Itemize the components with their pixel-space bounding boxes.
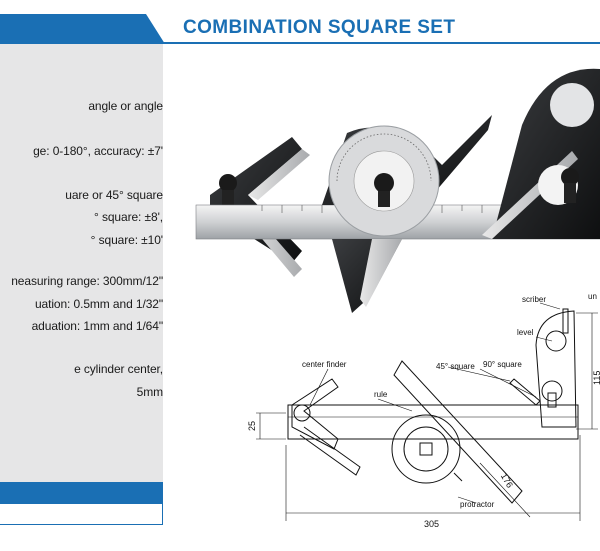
spec-line: ° square: ±10' (90, 233, 163, 247)
spec-line: uation: 0.5mm and 1/32" (34, 297, 163, 311)
dimension-diagram: scriber un level 45° square 90° square c… (247, 292, 600, 529)
page-title: COMBINATION SQUARE SET (183, 17, 456, 38)
dimension-length: 305 (424, 519, 439, 529)
diagram-rule (287, 404, 579, 440)
spec-line: ° square: ±8', (94, 210, 163, 224)
header-rule (160, 42, 600, 44)
table-row (0, 503, 163, 525)
dimension-height-left: 25 (247, 421, 257, 431)
label-unit: un (588, 292, 597, 301)
label-protractor: protractor (460, 500, 495, 509)
diagram-square-head (535, 310, 577, 428)
label-center-finder: center finder (302, 360, 347, 369)
diagram-center-finder (291, 378, 339, 450)
product-photo (195, 68, 600, 313)
dimension-height-right: 115 (592, 371, 600, 385)
spec-line: 5mm (136, 385, 163, 399)
spec-line: angle or angle (88, 99, 163, 113)
spec-line: uare or 45° square (65, 188, 163, 202)
spec-line: neasuring range: 300mm/12" (11, 274, 163, 288)
spec-line: aduation: 1mm and 1/64" (31, 319, 163, 333)
label-45-square: 45° square (436, 362, 475, 371)
label-scriber: scriber (522, 295, 546, 304)
label-90-square: 90° square (483, 360, 522, 369)
dimension-diagonal: 176 (499, 472, 515, 490)
spec-line: e cylinder center, (74, 362, 163, 376)
spec-line: ge: 0-180°, accuracy: ±7' (33, 144, 163, 158)
header-tab (0, 14, 165, 44)
diagram-protractor (393, 360, 523, 504)
label-rule: rule (374, 390, 388, 399)
label-level: level (517, 328, 534, 337)
spec-panel (0, 44, 163, 482)
table-header-bar (0, 482, 163, 503)
